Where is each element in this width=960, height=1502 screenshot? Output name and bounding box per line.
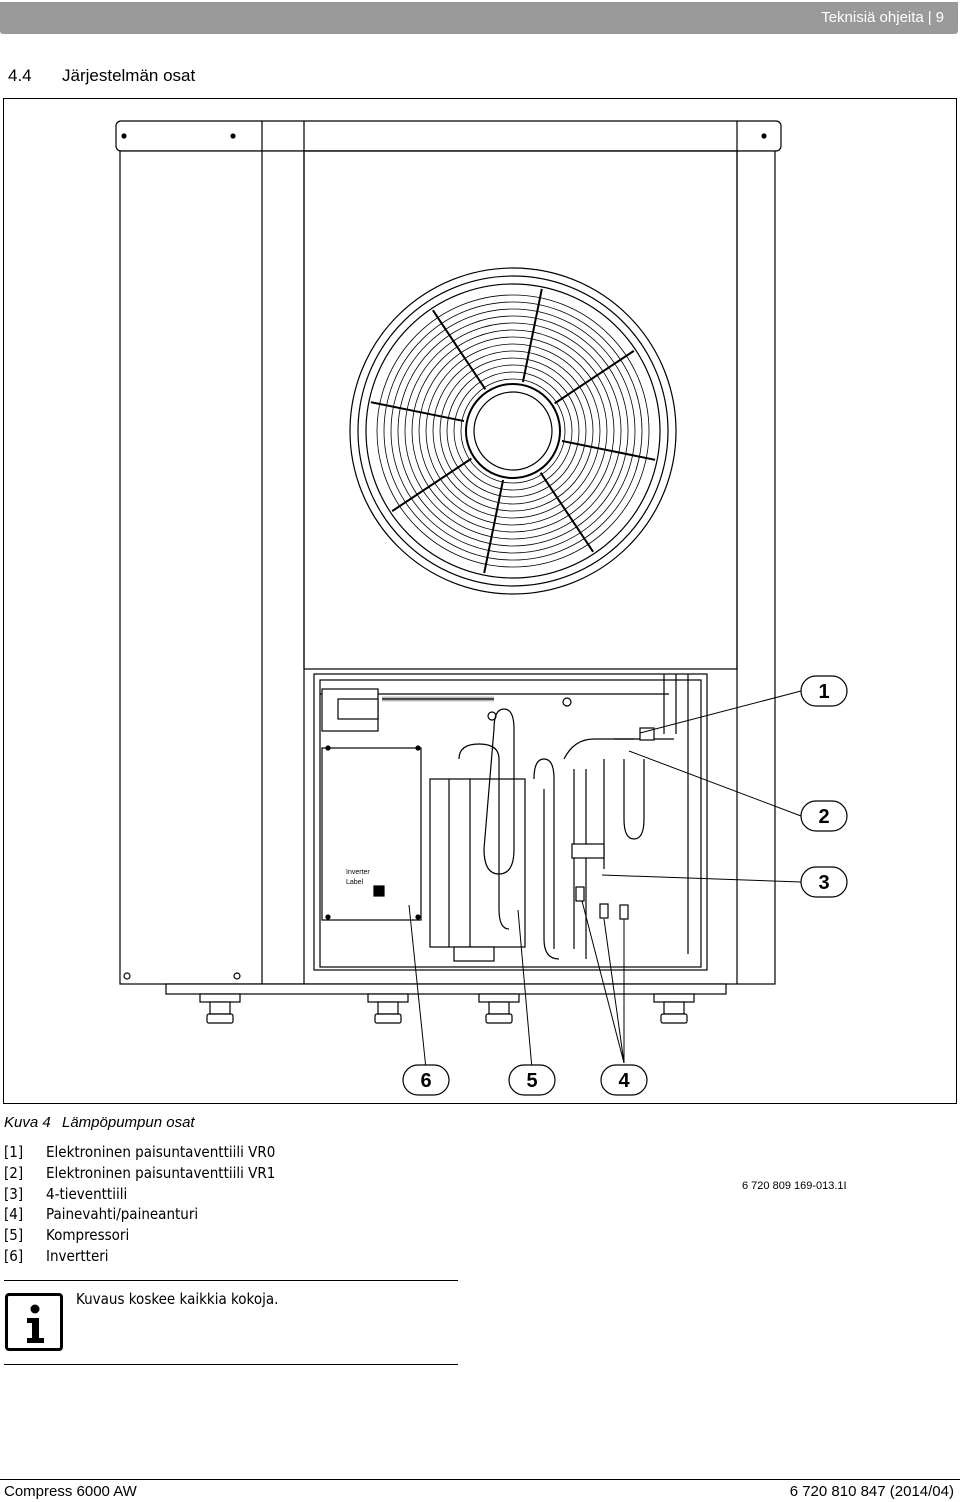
legend-text: Painevahti/paineanturi	[46, 1205, 199, 1224]
fan-ring-outer	[349, 267, 677, 595]
legend-key: [6]	[4, 1246, 24, 1265]
page-header: Teknisiä ohjeita|9	[0, 2, 958, 34]
caption-text: Lämpöpumpun osat	[62, 1114, 195, 1131]
inverter-label-line2: Label	[346, 879, 364, 886]
footer-rule	[0, 1479, 960, 1480]
legend-item: [3] 4-tieventtiili	[4, 1184, 275, 1205]
info-icon	[5, 1293, 63, 1351]
legend-text: Elektroninen paisuntaventtiili VR0	[46, 1143, 276, 1161]
legend-key: [2]	[4, 1163, 24, 1182]
callout-label: 6	[420, 1070, 431, 1092]
compressor	[429, 778, 526, 948]
inverter-box	[321, 747, 422, 921]
callout-label: 5	[526, 1070, 537, 1092]
callout-2: 2	[800, 800, 848, 832]
heat-pump-drawing: Inverter Label	[115, 120, 848, 1096]
info-rule-bottom	[4, 1364, 458, 1365]
callout-5: 5	[508, 1064, 556, 1096]
legend-item: [1] Elektroninen paisuntaventtiili VR0	[4, 1142, 275, 1163]
callout-6: 6	[402, 1064, 450, 1096]
footer-product: Compress 6000 AW	[4, 1483, 137, 1500]
section-title: Järjestelmän osat	[62, 66, 196, 85]
inverter-label-line1: Inverter	[346, 869, 370, 876]
legend-item: [4] Painevahti/paineanturi	[4, 1204, 275, 1225]
callout-4: 4	[600, 1064, 648, 1096]
legend-text: Kompressori	[46, 1226, 130, 1245]
header-section: Teknisiä ohjeita	[821, 9, 924, 26]
caption-label: Kuva 4	[4, 1114, 51, 1131]
section-heading: 4.4 Järjestelmän osat	[8, 66, 195, 86]
front-panel	[303, 150, 738, 670]
unit-lid	[115, 120, 782, 152]
machine-compartment	[313, 673, 708, 971]
figure-id: 6 720 809 169-013.1I	[742, 1180, 847, 1192]
legend-list: [1] Elektroninen paisuntaventtiili VR0 [2…	[4, 1142, 275, 1267]
page-number: 9	[935, 9, 944, 26]
callout-label: 4	[618, 1070, 630, 1092]
callout-label: 1	[818, 681, 829, 703]
callout-label: 3	[818, 872, 829, 894]
legend-text: Invertteri	[46, 1246, 109, 1265]
fan-grille	[370, 288, 656, 574]
legend-key: [5]	[4, 1226, 24, 1245]
legend-key: [1]	[4, 1143, 24, 1161]
info-text: Kuvaus koskee kaikkia kokoja.	[76, 1290, 279, 1308]
callout-1: 1	[800, 675, 848, 707]
header-text: Teknisiä ohjeita|9	[821, 9, 944, 26]
figure-caption: Kuva 4 Lämpöpumpun osat	[4, 1114, 195, 1131]
section-number: 4.4	[8, 66, 32, 85]
legend-key: [4]	[4, 1205, 24, 1224]
header-separator: |	[927, 9, 932, 26]
footer-doc-number: 6 720 810 847 (2014/04)	[789, 1483, 954, 1500]
legend-text: Elektroninen paisuntaventtiili VR1	[46, 1163, 276, 1182]
legend-item: [5] Kompressori	[4, 1225, 275, 1246]
four-way-valve	[571, 843, 605, 859]
legend-item: [6] Invertteri	[4, 1246, 275, 1267]
unit-feet	[165, 983, 727, 1024]
callout-3: 3	[800, 866, 848, 898]
callout-label: 2	[818, 806, 829, 828]
figure-frame: Inverter Label	[3, 98, 957, 1192]
legend-text: 4-tieventtiili	[46, 1184, 128, 1203]
legend-item: [2] Elektroninen paisuntaventtiili VR1	[4, 1163, 275, 1184]
info-rule-top	[4, 1280, 458, 1281]
legend-key: [3]	[4, 1184, 24, 1203]
